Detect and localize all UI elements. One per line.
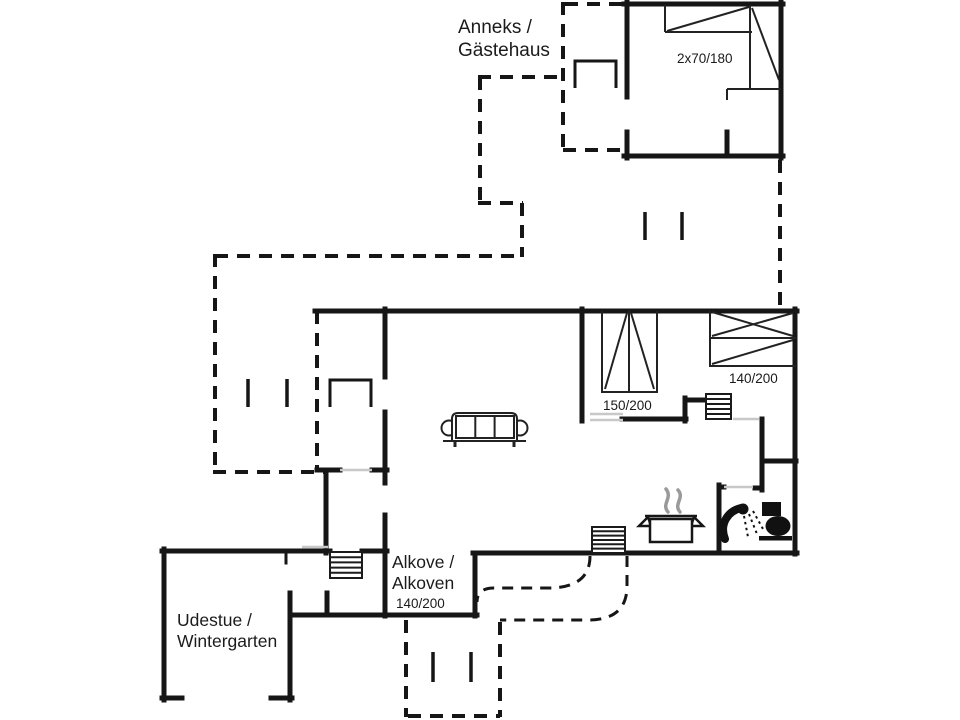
bed-140x200 — [709, 311, 796, 367]
annex-label-line1: Anneks / — [458, 17, 533, 38]
wintergarden-label-line2: Wintergarten — [177, 631, 277, 651]
bed-150x200 — [601, 311, 658, 393]
stairs-icon-entrance — [591, 526, 626, 554]
steam-icon — [663, 487, 683, 514]
annex-label-line2: Gästehaus — [458, 40, 550, 61]
step-ticks — [246, 212, 684, 682]
alcove-label-line2: Alkoven — [392, 573, 454, 593]
path-dashed-curves — [475, 555, 629, 622]
annex-bed — [664, 5, 781, 100]
walls — [159, 0, 800, 703]
sofa-icon — [440, 412, 529, 447]
toilet-icon — [759, 502, 792, 541]
bedroom2-bed-size-label: 140/200 — [729, 371, 778, 386]
stairs-icon-living — [329, 551, 363, 579]
annex-bed-size-label: 2x70/180 — [677, 51, 733, 66]
labels: Anneks / Gästehaus 2x70/180 150/200 140/… — [177, 17, 778, 651]
chimney-niche — [328, 59, 618, 407]
alcove-label-line1: Alkove / — [392, 552, 454, 572]
stairs-icon-hall — [705, 393, 732, 420]
shower-icon — [719, 503, 764, 543]
bedroom1-bed-size-label: 150/200 — [603, 398, 652, 413]
alcove-bed-size-label: 140/200 — [396, 596, 445, 611]
terrace-dashed-outline — [213, 2, 782, 718]
cooking-pot-icon — [635, 514, 707, 544]
wall-openings — [302, 412, 759, 549]
wintergarden-label-line1: Udestue / — [177, 610, 252, 630]
